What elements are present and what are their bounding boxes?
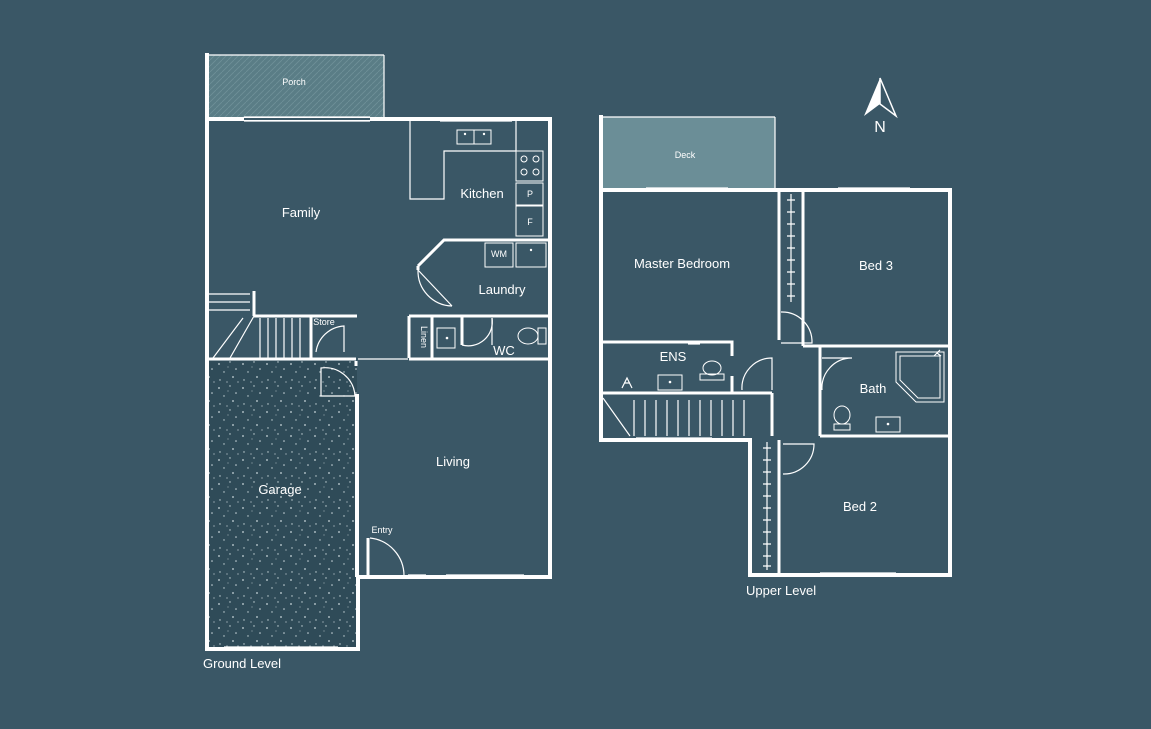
north-arrow-icon bbox=[864, 77, 898, 119]
living-label: Living bbox=[436, 454, 470, 469]
kitchen-label: Kitchen bbox=[460, 186, 503, 201]
laundry-label: Laundry bbox=[479, 282, 526, 297]
garage-area bbox=[209, 361, 357, 649]
compass-label: N bbox=[874, 119, 886, 136]
pantry-label: P bbox=[527, 189, 533, 199]
upper-level-plan bbox=[599, 115, 952, 577]
upper-level-caption: Upper Level bbox=[746, 583, 816, 598]
master-bedroom-label: Master Bedroom bbox=[634, 256, 730, 271]
ens-label: ENS bbox=[660, 349, 687, 364]
washing-machine-label: WM bbox=[491, 249, 507, 259]
deck-area bbox=[601, 117, 775, 189]
bath-label: Bath bbox=[860, 381, 887, 396]
ground-level-plan bbox=[205, 53, 552, 651]
porch-label: Porch bbox=[282, 77, 306, 87]
ground-level-caption: Ground Level bbox=[203, 656, 281, 671]
wc-label: WC bbox=[493, 343, 515, 358]
deck-label: Deck bbox=[675, 150, 696, 160]
entry-label: Entry bbox=[371, 525, 393, 535]
porch-area bbox=[208, 55, 384, 117]
bed3-label: Bed 3 bbox=[859, 258, 893, 273]
store-label: Store bbox=[313, 317, 335, 327]
fridge-label: F bbox=[527, 217, 533, 227]
bed2-label: Bed 2 bbox=[843, 499, 877, 514]
linen-label: Linen bbox=[419, 326, 429, 348]
garage-label: Garage bbox=[258, 482, 301, 497]
family-label: Family bbox=[282, 205, 321, 220]
